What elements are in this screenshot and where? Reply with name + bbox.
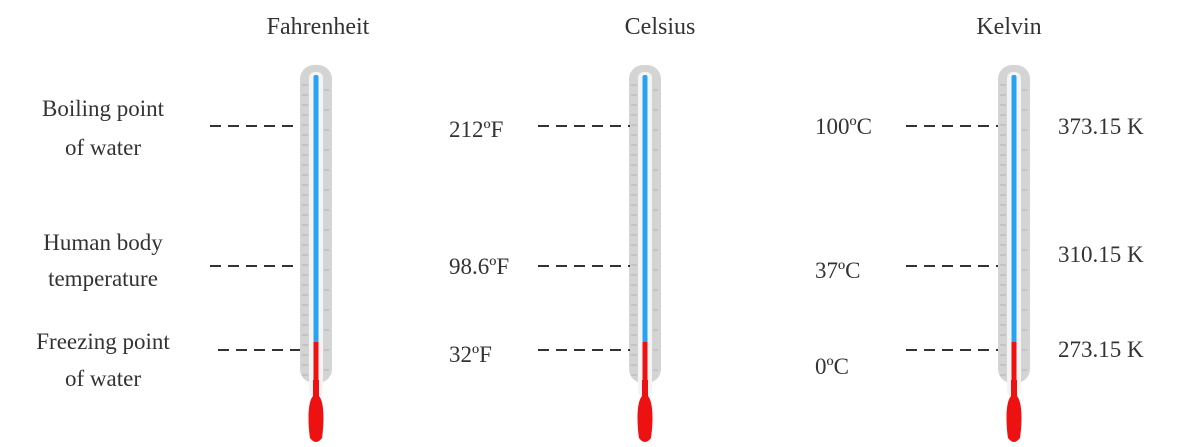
celsius-title: Celsius bbox=[624, 14, 696, 40]
kelvin-title: Kelvin bbox=[976, 14, 1042, 40]
body-temperature-label-line2: temperature bbox=[48, 266, 158, 291]
celsius-boiling-value: 212ºF bbox=[449, 117, 504, 142]
fahrenheit-title: Fahrenheit bbox=[266, 14, 370, 40]
kelvin-freezing-celsius: 0ºC bbox=[815, 354, 849, 379]
kelvin-body-value: 310.15 K bbox=[1058, 242, 1144, 267]
kelvin-boiling-value: 373.15 K bbox=[1058, 114, 1144, 139]
celsius-freezing-value: 32ºF bbox=[449, 342, 492, 367]
boiling-point-label-line2: of water bbox=[65, 135, 141, 160]
boiling-point-label-line1: Boiling point bbox=[41, 96, 165, 121]
kelvin-body-celsius: 37ºC bbox=[815, 258, 861, 283]
freezing-point-label-line1: Freezing point bbox=[36, 329, 170, 354]
kelvin-boiling-celsius: 100ºC bbox=[815, 114, 872, 139]
celsius-body-value: 98.6ºF bbox=[449, 254, 510, 279]
kelvin-freezing-value: 273.15 K bbox=[1058, 337, 1144, 362]
kelvin-thermometer bbox=[997, 64, 1031, 443]
body-temperature-label-line1: Human body bbox=[43, 230, 163, 255]
freezing-point-label-line2: of water bbox=[65, 366, 141, 391]
celsius-thermometer bbox=[628, 64, 662, 443]
fahrenheit-thermometer bbox=[299, 64, 333, 443]
